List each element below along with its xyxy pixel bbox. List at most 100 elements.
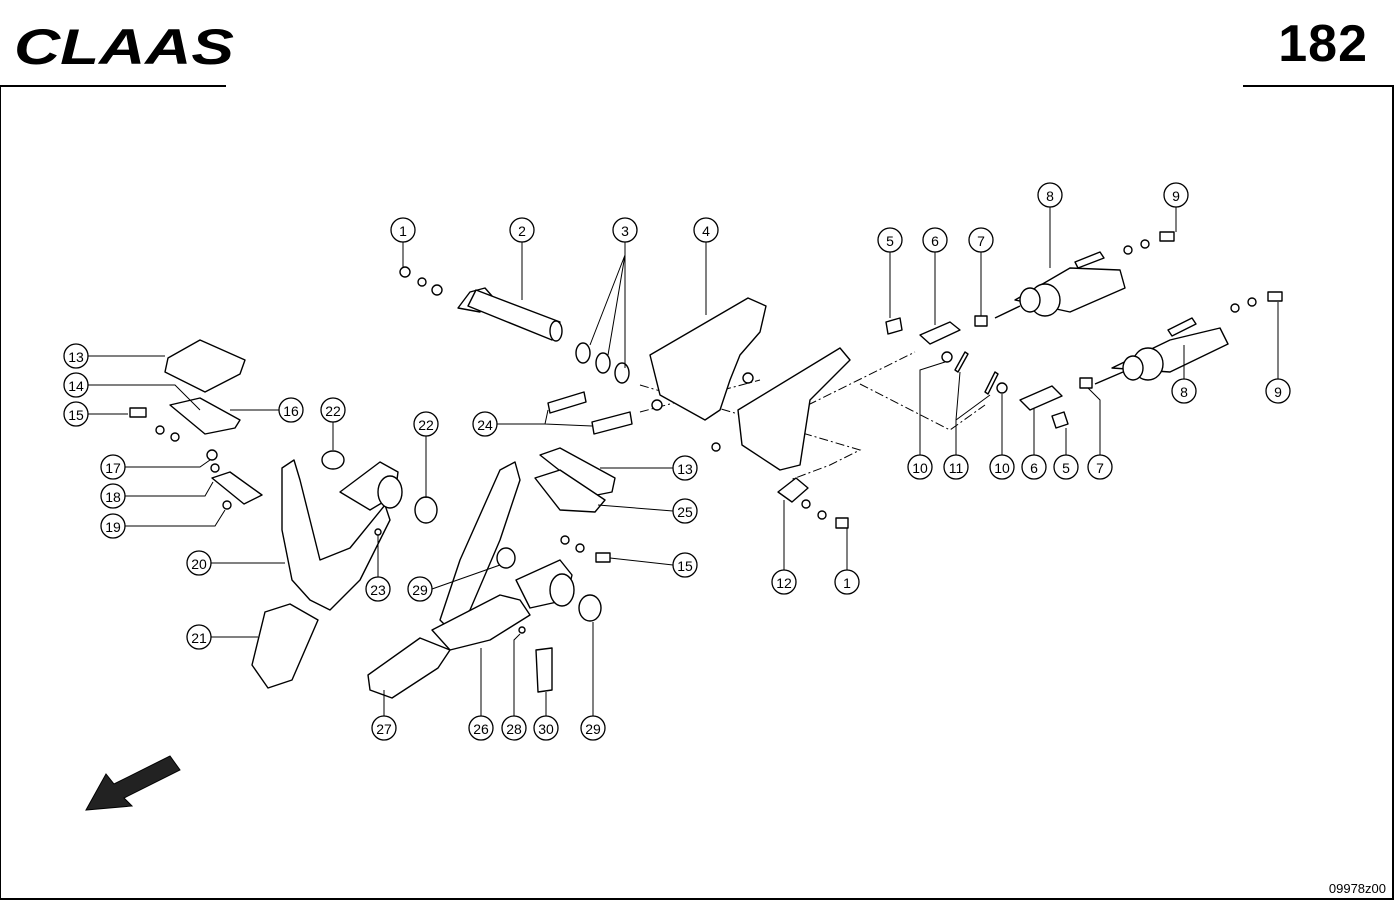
callout-c20: 20 <box>186 550 212 576</box>
callout-c14: 14 <box>63 372 89 398</box>
callout-c22a: 22 <box>320 397 346 423</box>
callout-circle <box>278 397 304 423</box>
callout-circle <box>1021 454 1047 480</box>
callout-c24: 24 <box>472 411 498 437</box>
callout-c1b: 1 <box>834 569 860 595</box>
callout-number: 7 <box>977 233 985 249</box>
callout-number: 15 <box>68 407 84 423</box>
callout-number: 5 <box>886 233 894 249</box>
callout-c22b: 22 <box>413 411 439 437</box>
callout-circle <box>943 454 969 480</box>
pedal-bracket <box>649 297 851 471</box>
callout-circle <box>1087 454 1113 480</box>
callout-circle <box>407 576 433 602</box>
callout-c9b: 9 <box>1265 378 1291 404</box>
callout-number: 12 <box>776 575 792 591</box>
callout-number: 23 <box>370 582 386 598</box>
drawing-code: 09978z00 <box>1328 881 1386 896</box>
callout-number: 11 <box>949 460 964 476</box>
callout-number: 9 <box>1172 188 1180 204</box>
callout-number: 13 <box>677 461 693 477</box>
callout-c21: 21 <box>186 624 212 650</box>
callout-number: 16 <box>283 403 299 419</box>
callout-circle <box>1265 378 1291 404</box>
callout-number: 6 <box>1030 460 1038 476</box>
page-number: 182 <box>1278 15 1368 73</box>
callout-number: 6 <box>931 233 939 249</box>
callout-circle <box>100 454 126 480</box>
callout-number: 10 <box>994 460 1010 476</box>
callout-c1a: 1 <box>390 217 416 243</box>
callout-number: 8 <box>1180 384 1188 400</box>
callout-number: 19 <box>105 519 121 535</box>
callout-circle <box>1053 454 1079 480</box>
callout-number: 4 <box>702 223 710 239</box>
callout-circle <box>186 624 212 650</box>
left-pedal-arm <box>251 450 438 689</box>
master-cylinder-lower <box>941 291 1283 429</box>
callout-c8a: 8 <box>1037 182 1063 208</box>
callout-circle <box>186 550 212 576</box>
callout-circle <box>390 217 416 243</box>
pedal-shaft <box>399 266 563 342</box>
callout-circle <box>365 576 391 602</box>
leader-lines <box>88 207 1279 716</box>
callout-number: 28 <box>506 721 522 737</box>
callout-circle <box>877 227 903 253</box>
callout-number: 9 <box>1274 384 1282 400</box>
callout-c9a: 9 <box>1163 182 1189 208</box>
callout-number: 1 <box>399 223 407 239</box>
callout-circle <box>1163 182 1189 208</box>
callout-c15a: 15 <box>63 401 89 427</box>
callout-circle <box>371 715 397 741</box>
callout-circle <box>63 401 89 427</box>
claas-logo: CLAAS <box>14 19 234 74</box>
callout-c17: 17 <box>100 454 126 480</box>
callout-c7b: 7 <box>1087 454 1113 480</box>
master-cylinder-upper <box>885 231 1175 345</box>
callout-number: 22 <box>418 417 434 433</box>
callout-number: 27 <box>376 721 392 737</box>
callout-number: 7 <box>1096 460 1104 476</box>
callout-number: 8 <box>1046 188 1054 204</box>
callout-c6a: 6 <box>922 227 948 253</box>
callout-c25: 25 <box>672 498 698 524</box>
callout-c27: 27 <box>371 715 397 741</box>
callout-number: 25 <box>677 504 693 520</box>
callout-circle <box>922 227 948 253</box>
callout-c18: 18 <box>100 483 126 509</box>
callout-c3: 3 <box>612 217 638 243</box>
callout-c30: 30 <box>533 715 559 741</box>
callout-c12: 12 <box>771 569 797 595</box>
callout-circle <box>1171 378 1197 404</box>
callout-number: 21 <box>191 630 207 646</box>
callout-number: 2 <box>518 223 526 239</box>
callout-c7a: 7 <box>968 227 994 253</box>
callout-circle <box>612 217 638 243</box>
callout-circle <box>63 372 89 398</box>
callout-c26: 26 <box>468 715 494 741</box>
callout-circle <box>693 217 719 243</box>
callout-c29b: 29 <box>580 715 606 741</box>
callout-circle <box>1037 182 1063 208</box>
callout-circle <box>413 411 439 437</box>
callout-c13b: 13 <box>672 455 698 481</box>
snap-rings <box>575 342 630 384</box>
callout-c5b: 5 <box>1053 454 1079 480</box>
callout-circle <box>907 454 933 480</box>
callout-circle <box>968 227 994 253</box>
page-frame <box>0 85 1394 900</box>
callout-circle <box>100 513 126 539</box>
callout-number: 30 <box>538 721 554 737</box>
callout-number: 1 <box>843 575 851 591</box>
brand-text: CLAAS <box>14 19 234 74</box>
callout-number: 29 <box>585 721 601 737</box>
callout-number: 10 <box>912 460 928 476</box>
callout-circle <box>834 569 860 595</box>
callout-c28: 28 <box>501 715 527 741</box>
callout-c19: 19 <box>100 513 126 539</box>
callout-number: 22 <box>325 403 341 419</box>
callout-number: 18 <box>105 489 121 505</box>
